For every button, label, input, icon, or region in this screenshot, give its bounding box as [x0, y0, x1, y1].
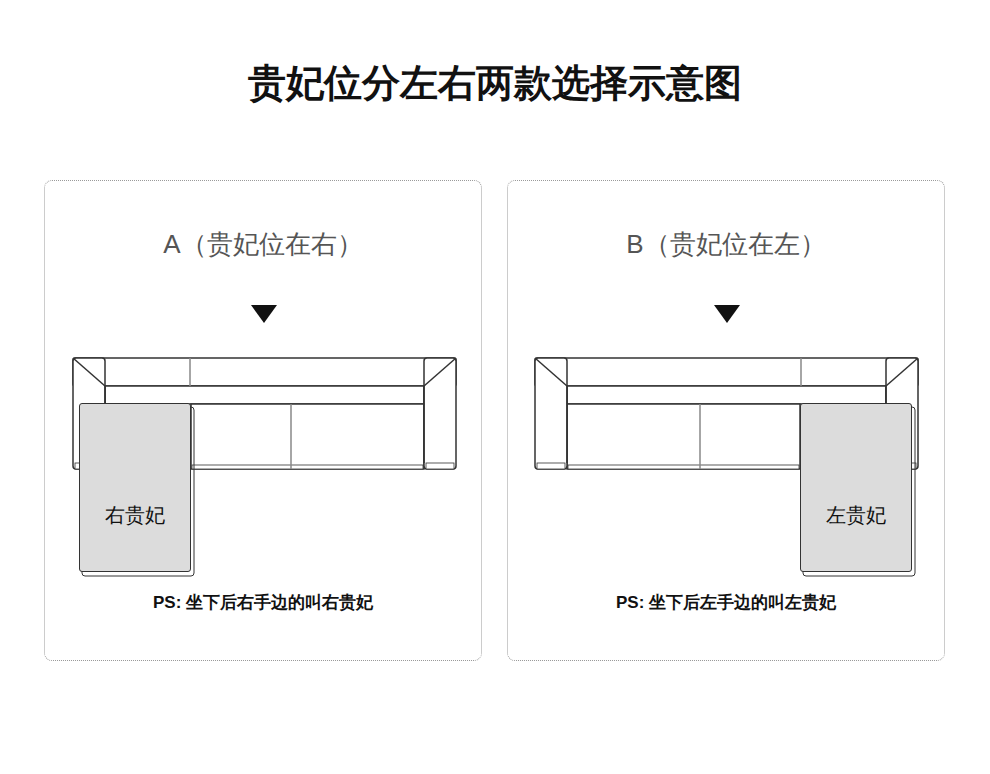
option-panel: A（贵妃位在右） PS: 坐下后右手边的叫右贵妃 右贵妃	[44, 180, 482, 661]
note-text: PS: 坐下后右手边的叫右贵妃	[45, 591, 481, 614]
chaise-seat: 右贵妃	[79, 403, 191, 572]
sofa-outline	[73, 358, 456, 576]
chaise-label: 左贵妃	[826, 502, 886, 529]
chaise-label: 右贵妃	[105, 502, 165, 529]
option-heading: A（贵妃位在右）	[45, 227, 481, 262]
pointer-triangle	[251, 305, 277, 323]
option-heading: B（贵妃位在左）	[508, 227, 944, 262]
sofa-outline	[535, 358, 918, 576]
chaise-seat: 左贵妃	[800, 403, 912, 572]
page-title: 贵妃位分左右两款选择示意图	[0, 58, 990, 109]
pointer-triangle	[714, 305, 740, 323]
note-text: PS: 坐下后左手边的叫左贵妃	[508, 591, 944, 614]
option-panel: B（贵妃位在左） PS: 坐下后左手边的叫左贵妃 左贵妃	[507, 180, 945, 661]
